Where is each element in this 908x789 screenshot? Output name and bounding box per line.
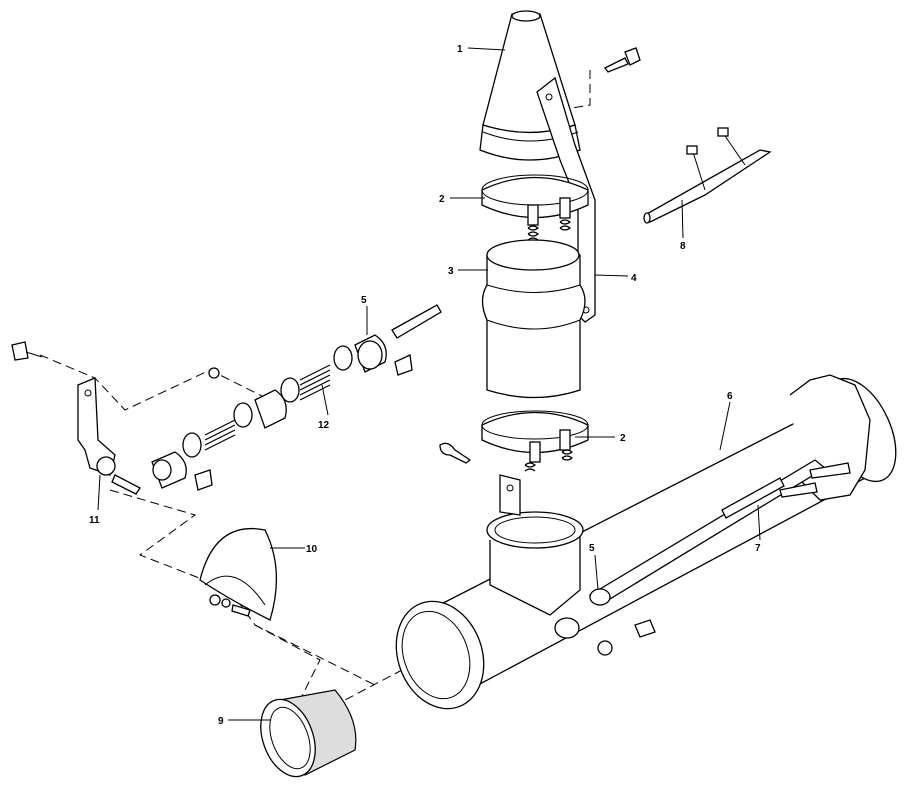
callout-10: 10 bbox=[306, 544, 318, 555]
part-8-rod bbox=[643, 127, 772, 224]
callout-1: 1 bbox=[457, 44, 463, 55]
callout-7: 7 bbox=[755, 543, 761, 554]
part-5-12-spring-assembly bbox=[151, 304, 442, 491]
callout-5a: 5 bbox=[361, 295, 367, 306]
leader-lines bbox=[97, 47, 761, 721]
part-6-main-tube bbox=[395, 374, 897, 710]
callout-9: 9 bbox=[218, 716, 224, 727]
part-2-clamp-lower bbox=[439, 410, 589, 472]
callout-2a: 2 bbox=[439, 194, 445, 205]
callout-4: 4 bbox=[631, 273, 637, 284]
callout-6: 6 bbox=[727, 391, 733, 402]
part-11-lever bbox=[11, 341, 141, 495]
part-2-clamp-upper bbox=[481, 174, 589, 241]
callout-2b: 2 bbox=[620, 433, 626, 444]
callout-11: 11 bbox=[89, 515, 100, 526]
part-10-cap bbox=[199, 528, 278, 621]
callout-5b: 5 bbox=[589, 543, 595, 554]
callout-12: 12 bbox=[318, 420, 330, 431]
callout-3: 3 bbox=[448, 266, 454, 277]
callout-labels: 1 2 3 4 5 6 2 12 11 10 5 7 8 9 bbox=[89, 44, 761, 727]
part-9-filter bbox=[260, 689, 357, 778]
callout-8: 8 bbox=[680, 241, 686, 252]
part-7-bar bbox=[588, 459, 851, 606]
part-3-sleeve bbox=[481, 239, 586, 399]
